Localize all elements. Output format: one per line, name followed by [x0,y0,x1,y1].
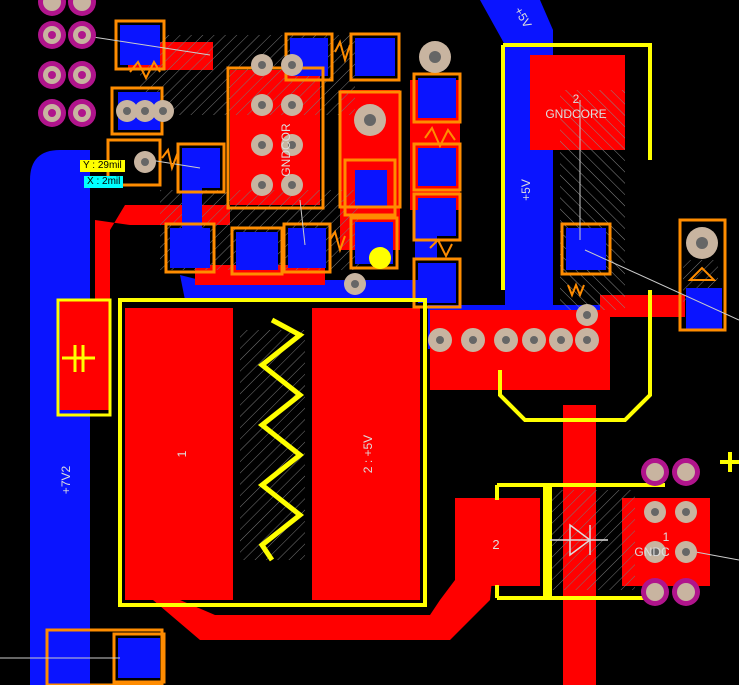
smd-pad[interactable] [418,263,456,303]
label-pad-1: 1 [175,450,189,457]
smd-pad[interactable] [182,148,220,188]
label-5v-trace: +5V [519,179,533,201]
smd-pad[interactable] [118,638,160,678]
silkscreen [56,43,739,607]
smd-pad[interactable] [170,228,210,268]
label-pad-2-plus5v: 2 : +5V [361,435,375,473]
label-gndcore: GNDCORE [545,107,606,121]
smd-pad[interactable] [355,38,395,76]
via-row-horizontal [428,328,599,352]
bottom-pads [118,25,722,678]
smd-pad[interactable] [566,228,606,270]
trace-7v2[interactable] [30,150,90,685]
smd-pad[interactable] [418,148,456,186]
smd-pad[interactable] [120,25,160,65]
smd-pad[interactable] [686,288,722,330]
coordinate-x-readout: X : 2mil [84,176,124,188]
smd-pad[interactable] [288,228,326,268]
pad-1[interactable] [125,308,233,600]
diode-symbol [550,523,608,557]
vias [38,0,718,606]
label-gndcore-number: 2 [573,92,580,106]
resistor-marks [129,39,717,298]
smd-pad[interactable] [418,198,456,236]
label-right-pad-1: 1 [663,530,670,544]
via-row-pads [116,41,718,326]
resistor-symbol [257,317,305,562]
smd-pad[interactable] [418,78,456,118]
label-7v2: +7V2 [59,465,73,494]
via-group-right [641,458,700,606]
label-gndcor: GNDCOR [279,123,293,177]
smd-pad[interactable] [355,170,387,208]
coordinate-y-readout: Y : 29mil [80,160,125,172]
selected-via[interactable] [369,247,391,269]
label-right-gndc: GNDC [634,545,670,559]
pad-2-plus5v[interactable] [312,308,420,600]
smd-pad[interactable] [236,232,278,270]
ratsnest [0,34,739,659]
diode-pad-2[interactable] [455,498,540,586]
via-group-top-left [38,0,96,127]
label-diode-pad-2: 2 [492,537,499,552]
